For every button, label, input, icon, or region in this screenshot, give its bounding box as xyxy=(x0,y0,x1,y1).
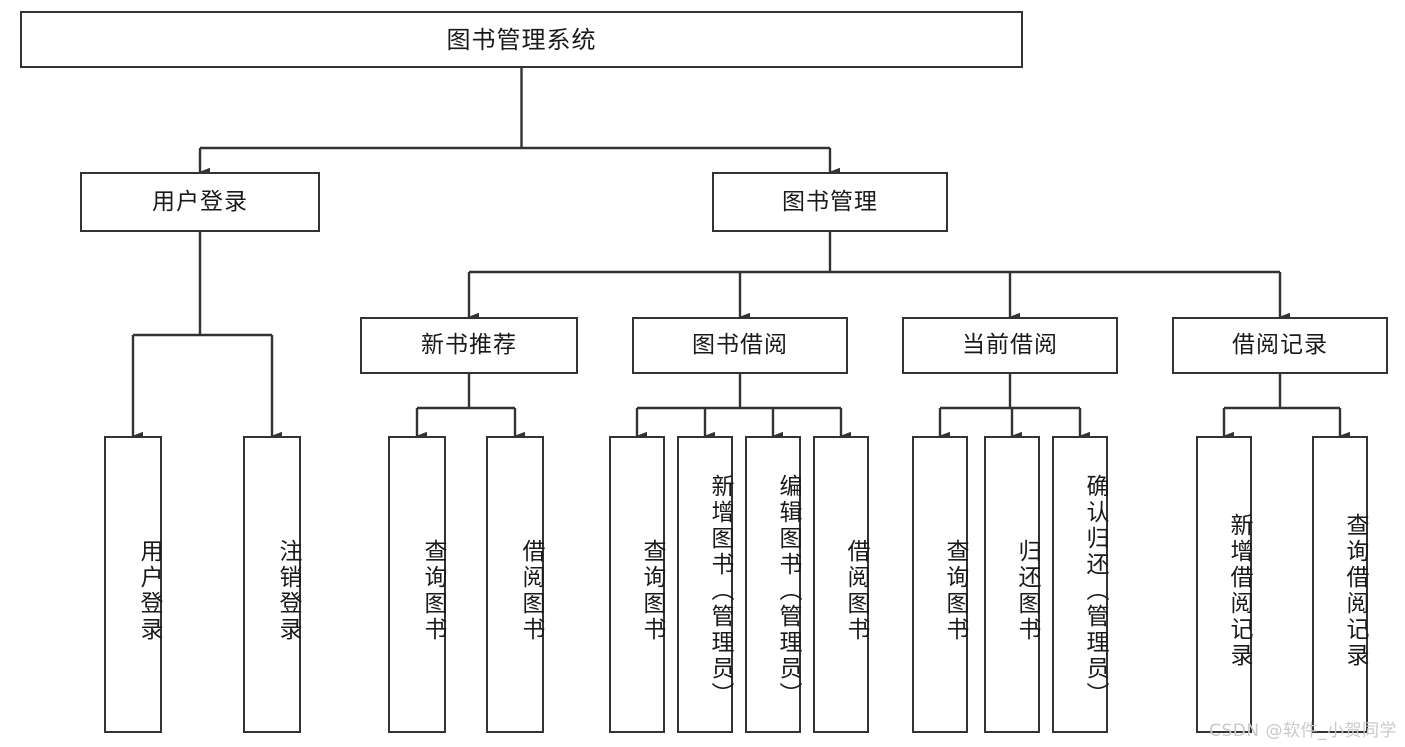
node-label: 图书管理系统 xyxy=(446,25,597,54)
node-root-book-management-system[interactable]: 图书管理系统 xyxy=(20,11,1023,68)
node-label: 用户登录 xyxy=(152,188,248,215)
node-label: 查询借阅记录 xyxy=(1342,512,1368,669)
node-borrow-records[interactable]: 借阅记录 xyxy=(1172,317,1388,374)
node-label: 借阅图书 xyxy=(843,538,869,643)
node-borrow-book-1[interactable]: 借阅图书 xyxy=(486,436,544,733)
node-return-book[interactable]: 归还图书 xyxy=(984,436,1040,733)
node-query-book-1[interactable]: 查询图书 xyxy=(388,436,446,733)
node-query-book-3[interactable]: 查询图书 xyxy=(912,436,968,733)
node-label: 图书管理 xyxy=(782,188,878,215)
node-user-login-do[interactable]: 用户登录 xyxy=(104,436,162,733)
node-current-borrow[interactable]: 当前借阅 xyxy=(902,317,1118,374)
node-label: 查询图书 xyxy=(420,538,446,643)
node-book-borrow[interactable]: 图书借阅 xyxy=(632,317,848,374)
node-label: 确认归还（管理员） xyxy=(1082,473,1108,708)
node-add-borrow-record[interactable]: 新增借阅记录 xyxy=(1196,436,1252,733)
node-edit-book-admin[interactable]: 编辑图书（管理员） xyxy=(745,436,801,733)
node-user-login[interactable]: 用户登录 xyxy=(80,172,320,232)
node-label: 新书推荐 xyxy=(421,332,517,358)
node-label: 新增借阅记录 xyxy=(1226,512,1252,669)
node-confirm-return-admin[interactable]: 确认归还（管理员） xyxy=(1052,436,1108,733)
node-user-logout[interactable]: 注销登录 xyxy=(243,436,301,733)
node-label: 图书借阅 xyxy=(692,332,788,358)
node-new-book-recommend[interactable]: 新书推荐 xyxy=(360,317,578,374)
csdn-watermark: CSDN @软件_小贺同学 xyxy=(1209,721,1397,741)
node-label: 新增图书（管理员） xyxy=(707,473,733,708)
node-label: 编辑图书（管理员） xyxy=(775,473,801,708)
node-label: 归还图书 xyxy=(1014,538,1040,643)
node-add-book-admin[interactable]: 新增图书（管理员） xyxy=(677,436,733,733)
node-label: 借阅图书 xyxy=(518,538,544,643)
node-label: 注销登录 xyxy=(275,538,301,643)
node-query-borrow-record[interactable]: 查询借阅记录 xyxy=(1312,436,1368,733)
node-label: 查询图书 xyxy=(942,538,968,643)
node-label: 借阅记录 xyxy=(1232,332,1328,358)
node-borrow-book-2[interactable]: 借阅图书 xyxy=(813,436,869,733)
node-label: 当前借阅 xyxy=(962,332,1058,358)
node-label: 查询图书 xyxy=(639,538,665,643)
node-query-book-2[interactable]: 查询图书 xyxy=(609,436,665,733)
node-label: 用户登录 xyxy=(136,538,162,643)
node-book-management[interactable]: 图书管理 xyxy=(712,172,948,232)
